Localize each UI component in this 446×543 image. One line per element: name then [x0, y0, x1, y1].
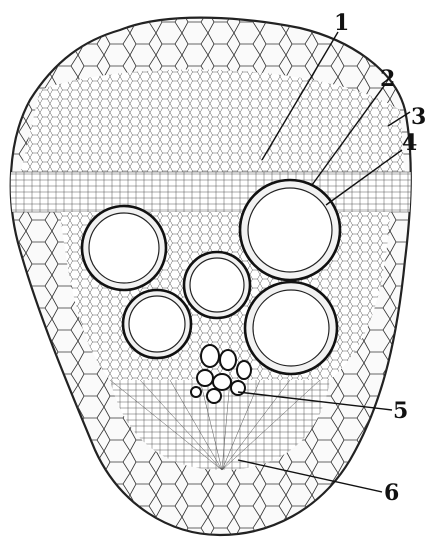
label-5: 5: [393, 398, 408, 424]
label-6: 6: [384, 480, 399, 506]
label-3: 3: [411, 104, 426, 130]
label-2: 2: [380, 66, 395, 92]
label-1: 1: [334, 10, 349, 36]
label-4: 4: [402, 130, 417, 156]
